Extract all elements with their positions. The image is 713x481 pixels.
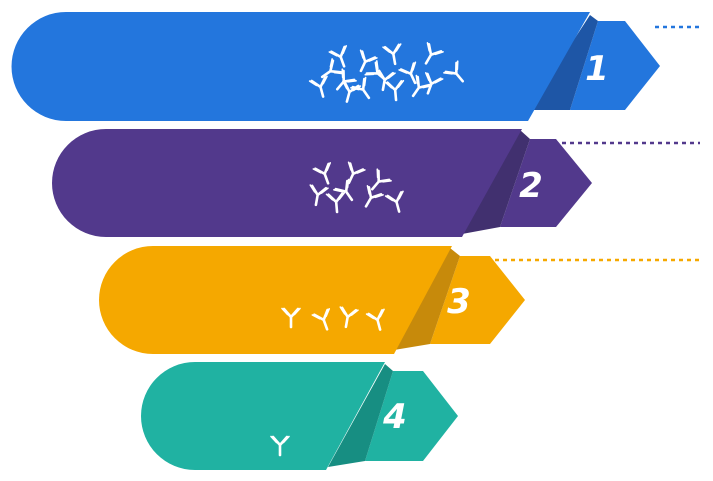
funnel-stage-1: 1 (11, 12, 700, 121)
stage-3-band (99, 246, 452, 354)
stage-1-band (11, 12, 591, 121)
stage-4-band (141, 362, 385, 470)
funnel-stage-2: 2 (52, 129, 700, 237)
stage-2-arrow (500, 139, 592, 227)
stage-1-number: 1 (585, 49, 609, 89)
stage-4-arrow (365, 371, 458, 461)
stage-4-number: 4 (382, 397, 407, 437)
stage-3-fold-shadow (394, 248, 460, 350)
funnel-stage-3: 3 (99, 246, 700, 354)
funnel-stage-4: 4 (141, 362, 458, 470)
stage-2-number: 2 (519, 166, 543, 206)
stage-1-arrow (570, 21, 660, 110)
stage-2-band (52, 129, 522, 237)
stage-3-number: 3 (447, 282, 471, 322)
stage-4-fold-shadow (328, 364, 393, 467)
stage-3-arrow (430, 256, 525, 344)
stage-2-fold-shadow (462, 130, 530, 234)
